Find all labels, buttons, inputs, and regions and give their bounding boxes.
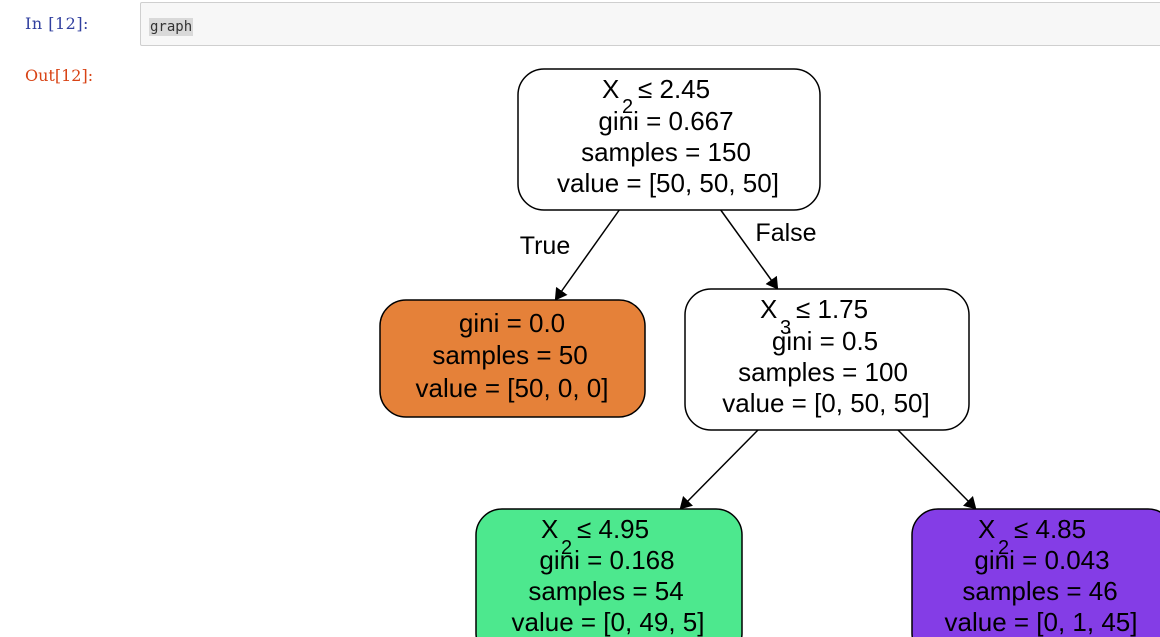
node-box xyxy=(475,508,743,637)
node-feature: X xyxy=(541,514,558,544)
node-samples: samples = 50 xyxy=(432,340,587,370)
node-feature: X xyxy=(760,294,777,324)
tree-node-root: X 2 ≤ 2.45 gini = 0.667 samples = 150 va… xyxy=(517,68,821,211)
node-feature: X xyxy=(602,74,619,104)
node-gini: gini = 0.667 xyxy=(598,106,733,136)
node-threshold: ≤ 2.45 xyxy=(638,74,710,104)
node-box xyxy=(684,288,970,431)
node-feature-index: 3 xyxy=(780,317,791,339)
node-gini: gini = 0.0 xyxy=(459,308,565,338)
code-cell-input[interactable]: graph xyxy=(140,2,1160,46)
node-samples: samples = 100 xyxy=(738,357,908,387)
node-gini: gini = 0.168 xyxy=(539,545,674,575)
node-value: value = [50, 50, 50] xyxy=(557,168,779,198)
edge-right-left xyxy=(679,429,759,510)
node-gini: gini = 0.043 xyxy=(974,545,1109,575)
tree-node-right-right: X 2 ≤ 4.85 gini = 0.043 samples = 46 val… xyxy=(911,508,1160,637)
node-value: value = [0, 49, 5] xyxy=(512,607,705,637)
node-samples: samples = 150 xyxy=(581,137,751,167)
input-prompt: In [12]: xyxy=(25,14,89,33)
edge-right-right xyxy=(897,429,977,510)
output-prompt: Out[12]: xyxy=(25,66,94,85)
node-box xyxy=(911,508,1160,637)
node-value: value = [0, 50, 50] xyxy=(722,388,929,418)
node-feature-index: 2 xyxy=(561,537,572,559)
node-threshold: ≤ 4.85 xyxy=(1014,514,1086,544)
node-samples: samples = 46 xyxy=(962,576,1117,606)
node-feature-index: 2 xyxy=(622,96,633,118)
tree-node-right: X 3 ≤ 1.75 gini = 0.5 samples = 100 valu… xyxy=(684,288,970,431)
node-value: value = [50, 0, 0] xyxy=(416,373,609,403)
node-value: value = [0, 1, 45] xyxy=(945,607,1138,637)
node-threshold: ≤ 1.75 xyxy=(796,294,868,324)
node-box xyxy=(517,68,821,211)
tree-node-right-left: X 2 ≤ 4.95 gini = 0.168 samples = 54 val… xyxy=(475,508,743,637)
edge-root-right xyxy=(719,208,779,290)
node-feature-index: 2 xyxy=(998,537,1009,559)
edge-root-left xyxy=(554,208,621,301)
node-threshold: ≤ 4.95 xyxy=(577,514,649,544)
tree-node-left-leaf: gini = 0.0 samples = 50 value = [50, 0, … xyxy=(379,299,646,418)
node-box xyxy=(379,299,646,418)
edge-label-true: True xyxy=(520,232,570,260)
edge-label-false: False xyxy=(755,219,816,247)
code-text: graph xyxy=(149,18,194,36)
node-gini: gini = 0.5 xyxy=(772,326,878,356)
node-samples: samples = 54 xyxy=(528,576,683,606)
node-feature: X xyxy=(978,514,995,544)
